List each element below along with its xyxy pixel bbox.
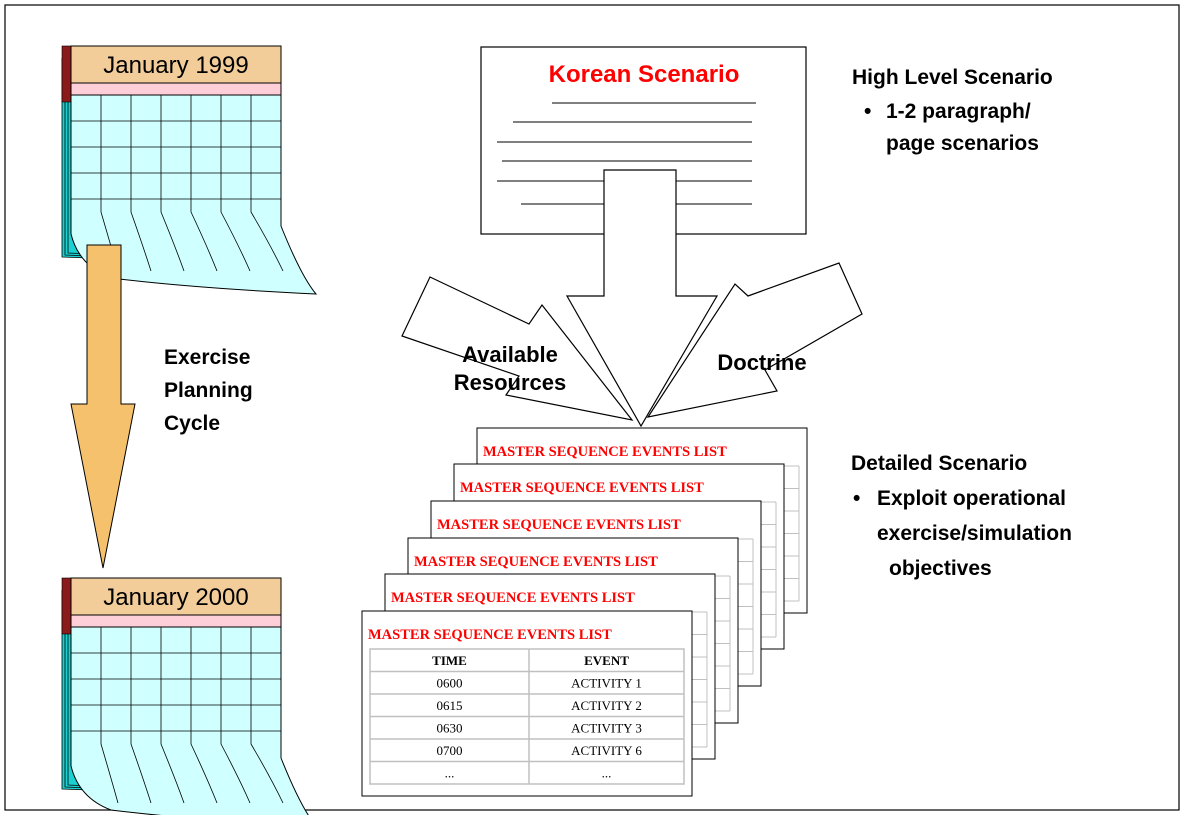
scenario-down-arrow [565, 169, 719, 428]
msel-time-cell: 0630 [437, 721, 463, 736]
high-level-heading: High Level Scenario [852, 66, 1053, 89]
msel-event-cell: ACTIVITY 2 [571, 698, 642, 713]
calendar-binding [61, 45, 72, 103]
calendar-january-2000: January 2000 [61, 577, 313, 820]
msel-sheet-title: MASTER SEQUENCE EVENTS LIST [460, 480, 704, 496]
msel-column-header: TIME [432, 653, 467, 668]
cycle-label-line3: Cycle [164, 412, 220, 435]
calendar-month-label: January 2000 [103, 584, 248, 611]
msel-table: TIME EVENT 0600 ACTIVITY 1 0615 ACTIVITY 2 063… [369, 648, 685, 785]
available-resources-label-line1: Available [462, 342, 558, 367]
msel-time-cell: 0615 [437, 698, 463, 713]
msel-event-cell: ... [602, 766, 612, 781]
high-level-text-line2: page scenarios [886, 132, 1039, 155]
msel-sheet: MASTER SEQUENCE EVENTS LIST TIME EVENT 0600… [361, 610, 693, 797]
msel-sheet-title: MASTER SEQUENCE EVENTS LIST [368, 627, 612, 643]
calendar-binding [61, 577, 72, 635]
calendar-header [70, 45, 282, 84]
cycle-label-line2: Planning [164, 379, 253, 402]
detailed-heading: Detailed Scenario [851, 452, 1027, 475]
msel-event-cell: ACTIVITY 3 [571, 721, 642, 736]
detailed-text-line1: Exploit operational [877, 487, 1066, 510]
msel-sheet-title: MASTER SEQUENCE EVENTS LIST [437, 517, 681, 533]
msel-sheet-title: MASTER SEQUENCE EVENTS LIST [483, 444, 727, 460]
doctrine-input-arrow [646, 262, 863, 418]
msel-sheet-title: MASTER SEQUENCE EVENTS LIST [414, 554, 658, 570]
detailed-text-line2: exercise/simulation [877, 522, 1072, 545]
calendar-month-label: January 1999 [103, 52, 248, 79]
calendar-grid [70, 626, 313, 820]
msel-time-cell: 0700 [437, 743, 463, 758]
detailed-bullet: • [853, 487, 860, 510]
calendar-january-1999: January 1999 [61, 45, 318, 295]
calendar-weekday-band [70, 82, 282, 96]
calendar-header [70, 577, 282, 616]
high-level-text-line1: 1-2 paragraph/ [886, 100, 1031, 123]
doctrine-label: Doctrine [717, 350, 806, 375]
msel-sheet-title: MASTER SEQUENCE EVENTS LIST [391, 590, 635, 606]
msel-event-cell: ACTIVITY 1 [571, 676, 642, 691]
scenario-document-title: Korean Scenario [549, 61, 740, 88]
cycle-label-line1: Exercise [164, 346, 250, 369]
resources-input-arrow [401, 276, 634, 421]
detailed-text-line3: objectives [889, 557, 992, 580]
msel-event-cell: ACTIVITY 6 [571, 743, 642, 758]
msel-time-cell: 0600 [437, 676, 463, 691]
planning-cycle-arrow [70, 244, 136, 569]
msel-column-header: EVENT [584, 653, 629, 668]
high-level-bullet: • [864, 100, 871, 123]
available-resources-label-line2: Resources [454, 370, 567, 395]
calendar-weekday-band [70, 614, 282, 628]
msel-time-cell: ... [445, 766, 455, 781]
